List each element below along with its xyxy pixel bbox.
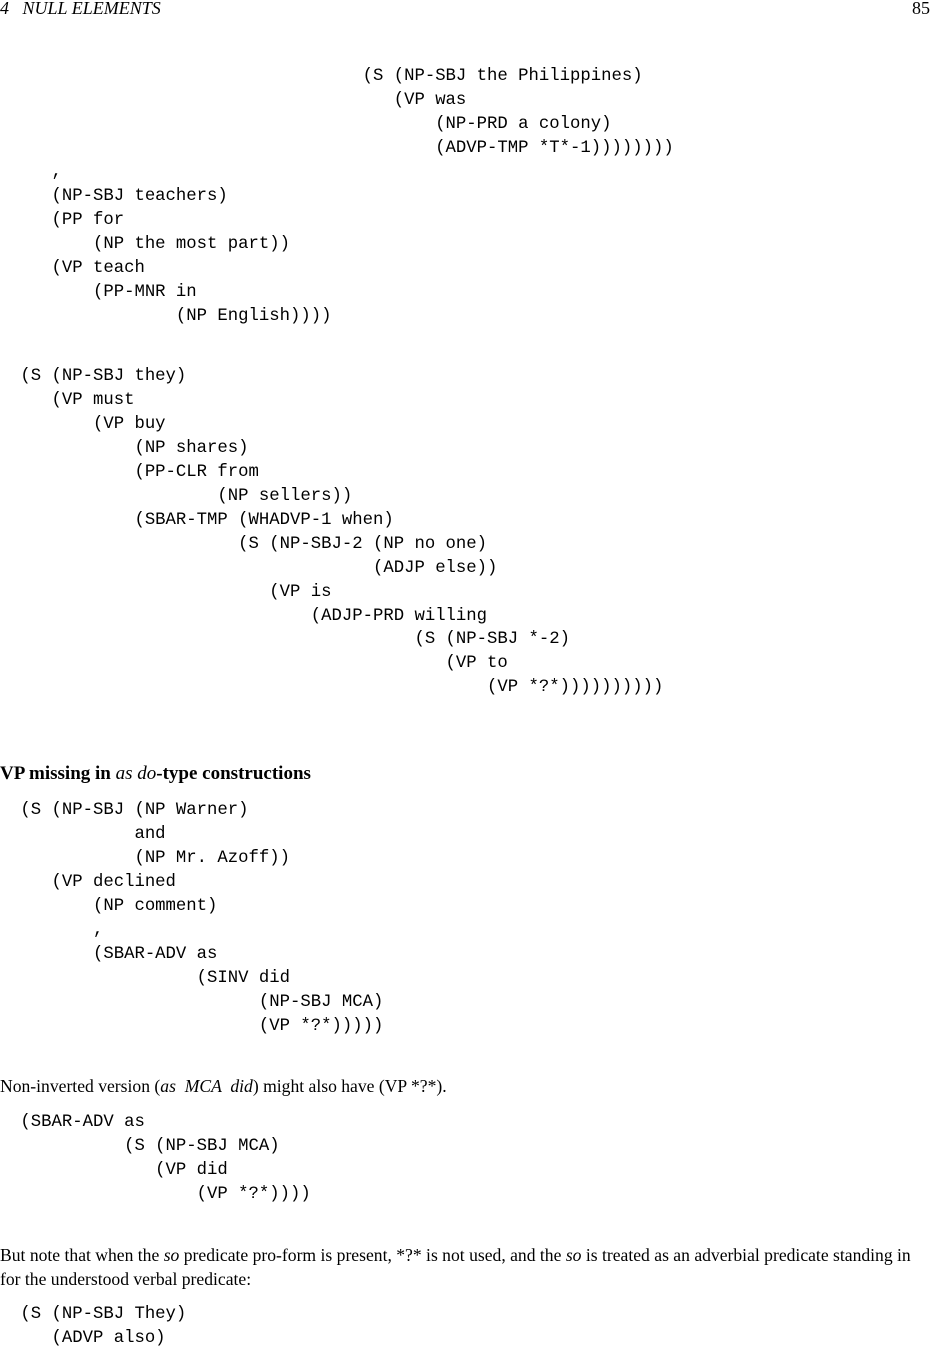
running-header-chapter: 4 NULL ELEMENTS xyxy=(0,0,161,18)
para2-text-3: is treated as an adverbial predicate sta… xyxy=(0,1245,911,1289)
parse-tree-buy-shares: (S (NP-SBJ they) (VP must (VP buy (NP sh… xyxy=(20,367,664,698)
para1-text-1: Non-inverted version ( xyxy=(0,1076,161,1096)
para2-italic-1: so xyxy=(163,1245,180,1265)
para1-italic: as MCA did xyxy=(160,1076,253,1096)
page-number: 85 xyxy=(912,0,930,18)
heading-italic: as do xyxy=(115,763,157,784)
para2-text-2: predicate pro-form is present, *?* is no… xyxy=(179,1245,566,1265)
parse-tree-philippines: (S (NP-SBJ the Philippines) (VP was (NP-… xyxy=(51,67,674,326)
section-heading: VP missing in as do-type constructions xyxy=(0,763,311,785)
paragraph-so-predicate: But note that when the so predicate pro-… xyxy=(0,1243,935,1291)
heading-text-2: -type constructions xyxy=(156,763,311,784)
para2-italic-2: so xyxy=(565,1245,582,1265)
para2-text-1: But note that when the xyxy=(0,1245,164,1265)
paragraph-non-inverted: Non-inverted version (as MCA did) might … xyxy=(0,1074,935,1098)
parse-tree-they-also: (S (NP-SBJ They) (ADVP also) xyxy=(20,1305,187,1348)
parse-tree-warner-azoff: (S (NP-SBJ (NP Warner) and (NP Mr. Azoff… xyxy=(20,801,384,1036)
heading-text-1: VP missing in xyxy=(0,763,116,784)
para1-text-2: ) might also have (VP *?*). xyxy=(252,1076,447,1096)
parse-tree-sbar-adv: (SBAR-ADV as (S (NP-SBJ MCA) (VP did (VP… xyxy=(20,1113,311,1204)
